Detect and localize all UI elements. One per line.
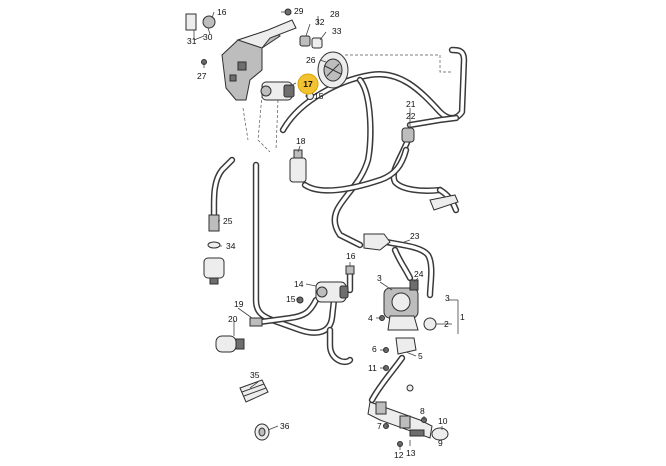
valve-18 [289, 149, 307, 183]
callout-3-top[interactable]: 3 [377, 273, 382, 283]
callout-labels: 29 16 28 32 33 31 30 27 26 15 21 22 18 2… [187, 6, 465, 460]
callout-17[interactable]: 17 [303, 79, 313, 89]
egr-valve [383, 279, 437, 331]
callout-33[interactable]: 33 [332, 26, 342, 36]
callout-16-mid[interactable]: 16 [346, 251, 356, 261]
callout-29[interactable]: 29 [294, 6, 304, 16]
callout-2[interactable]: 2 [444, 319, 449, 329]
hose-lines [210, 46, 468, 404]
callout-36[interactable]: 36 [280, 421, 290, 431]
callout-6[interactable]: 6 [372, 344, 377, 354]
callout-23[interactable]: 23 [410, 231, 420, 241]
flange-5 [395, 337, 417, 355]
callout-16-top[interactable]: 16 [217, 7, 227, 17]
callout-24[interactable]: 24 [414, 269, 424, 279]
guide-lines [242, 54, 452, 153]
callout-1[interactable]: 1 [460, 312, 465, 322]
callout-15-mid[interactable]: 15 [286, 294, 296, 304]
callout-30[interactable]: 30 [203, 32, 213, 42]
highlight-marker-17[interactable]: 17 [297, 73, 319, 95]
fitting-16-lower [345, 265, 355, 275]
callout-21[interactable]: 21 [406, 99, 416, 109]
callout-12[interactable]: 12 [394, 450, 404, 460]
connector-21 [401, 127, 415, 143]
leader-lines [193, 11, 459, 450]
clip-36 [254, 423, 270, 441]
connector-right [429, 194, 459, 211]
bracket-35 [239, 379, 269, 403]
callout-26[interactable]: 26 [306, 55, 316, 65]
filter-20 [215, 317, 263, 353]
callout-22[interactable]: 22 [406, 111, 416, 121]
callout-15-top[interactable]: 15 [314, 91, 324, 101]
clamp-parts [284, 8, 323, 49]
callout-34[interactable]: 34 [226, 241, 236, 251]
mounting-bracket [185, 13, 297, 101]
callout-20[interactable]: 20 [228, 314, 238, 324]
callout-28[interactable]: 28 [330, 9, 340, 19]
callout-7[interactable]: 7 [377, 421, 382, 431]
callout-13[interactable]: 13 [406, 448, 416, 458]
bottom-pipe-assembly [367, 401, 449, 441]
callout-31[interactable]: 31 [187, 36, 197, 46]
callout-3-right[interactable]: 3 [445, 293, 450, 303]
callout-32[interactable]: 32 [315, 17, 325, 27]
callout-9[interactable]: 9 [438, 438, 443, 448]
solenoid-14 [315, 281, 349, 303]
filter-assembly [203, 214, 225, 285]
t-connector-23 [363, 233, 391, 251]
callout-14[interactable]: 14 [294, 279, 304, 289]
callout-35[interactable]: 35 [250, 370, 260, 380]
callout-11[interactable]: 11 [368, 363, 377, 373]
callout-19[interactable]: 19 [234, 299, 244, 309]
vacuum-reservoir [317, 51, 349, 89]
callout-25[interactable]: 25 [223, 216, 233, 226]
bolts [201, 59, 427, 447]
callout-10[interactable]: 10 [438, 416, 448, 426]
callout-8[interactable]: 8 [420, 406, 425, 416]
callout-4[interactable]: 4 [368, 313, 373, 323]
callout-18[interactable]: 18 [296, 136, 306, 146]
solenoid-valve-17 [260, 81, 295, 101]
callout-27[interactable]: 27 [197, 71, 207, 81]
callout-5[interactable]: 5 [418, 351, 423, 361]
